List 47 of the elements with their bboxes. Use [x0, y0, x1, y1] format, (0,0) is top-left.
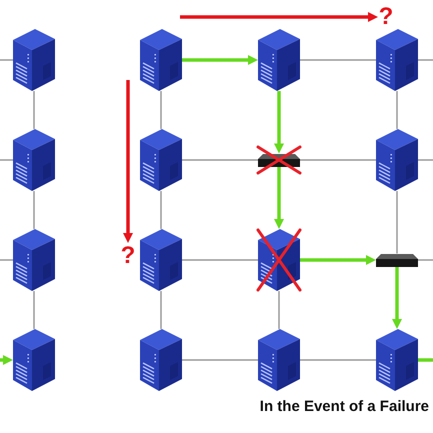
caption: In the Event of a Failure — [260, 398, 429, 416]
connection-line — [0, 259, 13, 261]
connection-line — [182, 159, 258, 161]
connection-line — [300, 359, 376, 361]
connection-line — [33, 291, 35, 329]
server-icon — [258, 29, 300, 91]
arrow — [392, 266, 402, 329]
server-icon — [13, 329, 55, 391]
connection-line — [182, 359, 258, 361]
server-icon — [376, 29, 418, 91]
arrow — [0, 355, 13, 365]
arrow — [274, 166, 284, 229]
arrow — [274, 91, 284, 154]
connection-line — [300, 159, 376, 161]
connection-line — [160, 291, 162, 329]
connection-line — [418, 159, 433, 161]
server-icon — [13, 129, 55, 191]
server-icon — [140, 129, 182, 191]
connection-line — [396, 191, 398, 254]
server-icon — [376, 329, 418, 391]
server-icon — [13, 29, 55, 91]
question-mark: ? — [378, 4, 394, 30]
connection-line — [300, 59, 376, 61]
server-icon — [376, 129, 418, 191]
server-icon — [140, 229, 182, 291]
server-icon — [140, 329, 182, 391]
connection-line — [418, 358, 433, 362]
arrow — [182, 55, 258, 65]
server-icon — [258, 329, 300, 391]
connection-line — [396, 91, 398, 129]
server-icon — [140, 29, 182, 91]
connection-line — [0, 59, 13, 61]
connection-line — [182, 259, 258, 261]
arrow — [180, 12, 378, 22]
question-mark: ? — [120, 243, 136, 269]
network-switch-icon — [258, 154, 300, 166]
connection-line — [33, 191, 35, 229]
connection-line — [418, 59, 433, 61]
connection-line — [160, 191, 162, 229]
connection-line — [0, 159, 13, 161]
network-switch-icon — [376, 254, 418, 266]
server-icon — [13, 229, 55, 291]
arrow — [300, 255, 376, 265]
connection-line — [278, 291, 280, 329]
connection-line — [418, 259, 433, 261]
connection-line — [160, 91, 162, 129]
connection-line — [33, 91, 35, 129]
